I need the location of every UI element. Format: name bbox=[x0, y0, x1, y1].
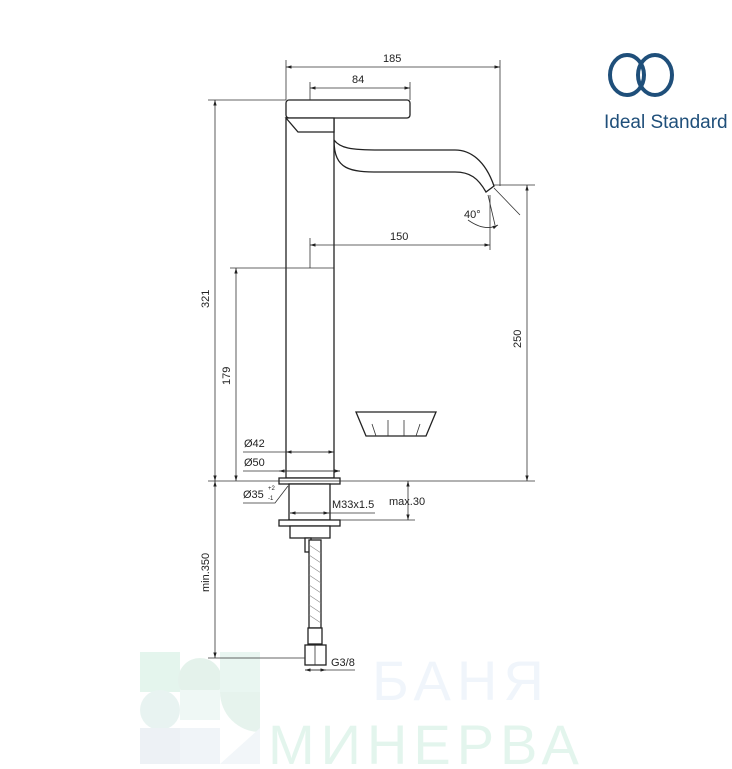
dim-d42: Ø42 bbox=[244, 438, 265, 450]
dim-d35-tol-upper: +2 bbox=[268, 486, 276, 492]
dim-d50: Ø50 bbox=[244, 457, 265, 469]
dim-handle-width: 84 bbox=[352, 74, 364, 86]
dim-thread: M33x1.5 bbox=[332, 499, 374, 511]
dim-spout-reach: 150 bbox=[390, 231, 408, 243]
brand-name: Ideal Standard bbox=[604, 112, 728, 133]
faucet-body bbox=[278, 99, 495, 666]
aerator-detail bbox=[355, 411, 437, 437]
dim-connection: G3/8 bbox=[331, 657, 355, 669]
watermark: БАНЯ МИНЕРВА bbox=[140, 649, 585, 769]
dim-total-height: 321 bbox=[200, 290, 212, 308]
dim-max-thickness: max.30 bbox=[389, 496, 425, 508]
dim-body-height: 179 bbox=[221, 367, 233, 385]
dimension-lines bbox=[208, 60, 535, 672]
dim-overall-width: 185 bbox=[383, 53, 401, 65]
dim-min-hose: min.350 bbox=[200, 553, 212, 592]
watermark-line2: МИНЕРВА bbox=[268, 713, 585, 769]
dim-d35: Ø35 bbox=[243, 489, 264, 501]
brand-logo: Ideal Standard bbox=[604, 53, 728, 133]
logo-ring-left-icon bbox=[608, 53, 646, 97]
dim-d35-tol-lower: -1 bbox=[268, 496, 274, 502]
watermark-line1: БАНЯ bbox=[372, 649, 550, 712]
dim-spout-height: 250 bbox=[512, 330, 524, 348]
logo-ring-right-icon bbox=[636, 53, 674, 97]
dim-spout-angle: 40° bbox=[464, 209, 481, 221]
